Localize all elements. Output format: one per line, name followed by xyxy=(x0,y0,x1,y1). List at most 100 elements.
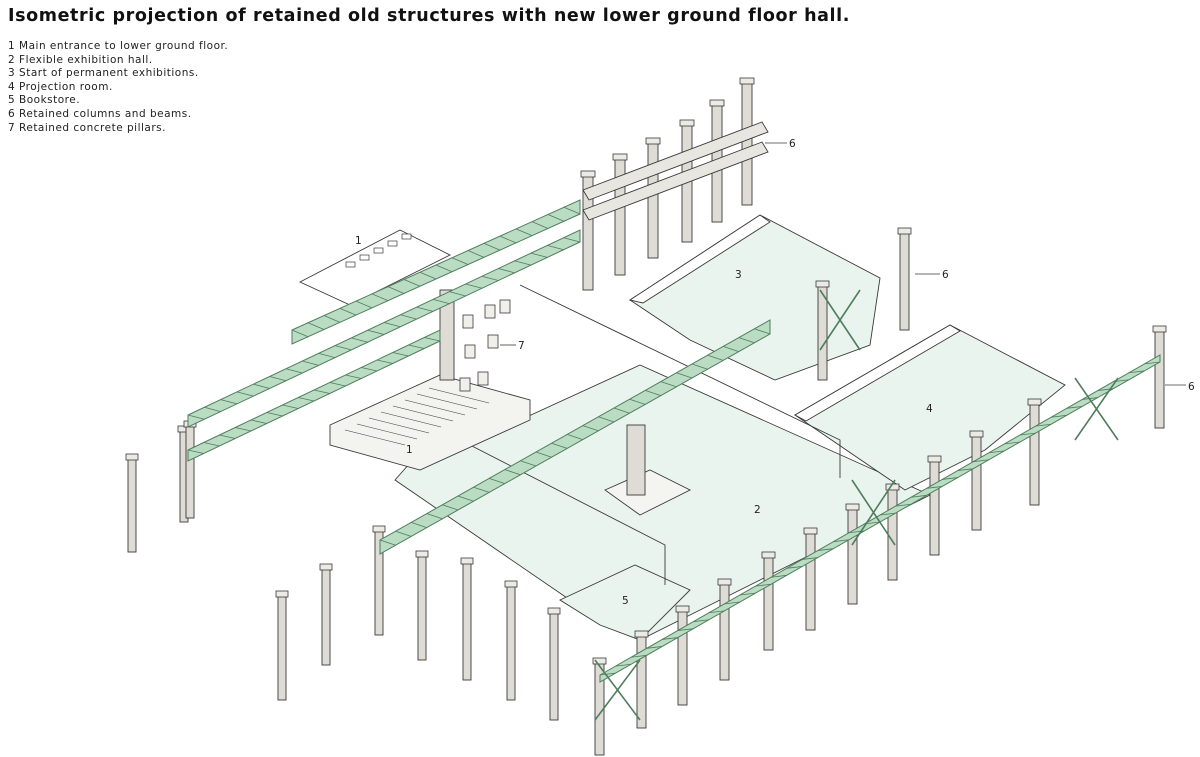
truss-diagonal xyxy=(504,469,521,476)
stair-step xyxy=(392,405,454,422)
truss-diagonal xyxy=(691,363,708,370)
column xyxy=(647,141,659,259)
bracing xyxy=(594,659,641,721)
column-cap xyxy=(815,280,830,288)
column xyxy=(847,507,858,605)
truss-diagonal xyxy=(345,374,362,379)
permanent-exhibition-wall xyxy=(628,214,771,304)
callout-pillars: 7 xyxy=(518,340,525,352)
truss-diagonal xyxy=(708,610,725,614)
canopy-skylight xyxy=(345,261,356,268)
concrete-pillar-block xyxy=(462,314,474,329)
column-cap xyxy=(415,550,429,558)
truss-diagonal xyxy=(786,566,803,569)
truss-diagonal xyxy=(355,300,373,309)
truss-diagonal xyxy=(615,663,632,667)
column-cap xyxy=(679,119,695,127)
truss-diagonal xyxy=(313,389,330,394)
truss-diagonal xyxy=(942,477,958,480)
truss-diagonal xyxy=(387,286,405,294)
truss-diagonal xyxy=(318,352,336,359)
column-cap xyxy=(372,525,386,533)
truss-diagonal xyxy=(629,398,646,405)
column-cap xyxy=(709,99,725,107)
truss-diagonal xyxy=(754,328,771,335)
permanent-exhibition-floor xyxy=(629,214,881,381)
truss-diagonal xyxy=(498,268,515,274)
truss-diagonal xyxy=(408,344,425,349)
column-cap xyxy=(739,77,755,85)
truss-diagonal xyxy=(530,252,548,258)
legend-list: 1 Main entrance to lower ground floor. 2… xyxy=(8,40,228,135)
column-cap xyxy=(580,170,596,178)
stair-step xyxy=(428,387,490,404)
truss-diagonal xyxy=(1019,432,1036,436)
callout-projection-room: 4 xyxy=(926,403,933,415)
truss-diagonal xyxy=(582,425,599,432)
truss-diagonal xyxy=(738,337,755,344)
bracing xyxy=(851,479,896,546)
truss-diagonal xyxy=(723,346,739,352)
column-cap xyxy=(592,657,607,665)
truss-diagonal xyxy=(253,383,270,389)
truss-diagonal xyxy=(662,637,678,640)
column xyxy=(1154,329,1165,429)
truss-diagonal xyxy=(457,495,474,502)
truss-diagonal xyxy=(220,399,238,405)
column-cap xyxy=(319,563,333,571)
truss-diagonal xyxy=(988,450,1005,454)
truss-diagonal xyxy=(1144,361,1161,365)
callout-exhibition-hall: 2 xyxy=(754,504,761,516)
legend-item: 1 Main entrance to lower ground floor. xyxy=(8,40,229,52)
truss-diagonal xyxy=(481,275,499,281)
truss-diagonal xyxy=(531,221,549,229)
retained-beam xyxy=(582,141,769,221)
column xyxy=(417,554,427,661)
truss-diagonal xyxy=(298,397,315,402)
truss-diagonal xyxy=(1066,406,1083,409)
truss-diagonal xyxy=(323,315,341,323)
truss-diagonal xyxy=(187,449,204,454)
truss-diagonal xyxy=(1004,441,1021,445)
legend-item: 5 Bookstore. xyxy=(8,94,81,107)
truss-diagonal xyxy=(269,376,287,382)
truss-diagonal xyxy=(514,260,532,266)
truss-diagonal xyxy=(465,283,483,289)
callout-leaders xyxy=(500,142,1186,386)
truss-diagonal xyxy=(302,360,319,366)
truss-diagonal xyxy=(895,503,912,507)
truss-diagonal xyxy=(973,459,989,463)
truss-diagonal xyxy=(307,322,325,330)
truss-diagonal xyxy=(483,242,501,251)
truss-diagonal xyxy=(802,557,818,560)
column xyxy=(185,424,195,519)
canopy-skylight xyxy=(387,240,398,247)
entrance-canopy xyxy=(298,229,452,306)
truss-diagonal xyxy=(367,329,385,335)
truss-diagonal xyxy=(676,372,693,379)
truss-diagonal xyxy=(451,257,469,265)
truss-diagonal xyxy=(449,291,466,297)
callout-bookstore: 5 xyxy=(622,595,629,607)
column-cap xyxy=(675,605,690,613)
column xyxy=(741,81,753,206)
column-cap xyxy=(460,557,474,565)
column xyxy=(719,582,730,681)
stair-step xyxy=(416,393,478,410)
column-cap xyxy=(504,580,518,588)
callout-entrance-top: 1 xyxy=(355,235,362,247)
truss-diagonal xyxy=(1035,423,1052,427)
truss-diagonal xyxy=(376,359,393,364)
truss-diagonal xyxy=(467,250,485,258)
legend-item: 3 Start of permanent exhibitions. xyxy=(8,67,199,80)
truss-diagonal xyxy=(551,442,568,449)
diagram-title: Isometric projection of retained old str… xyxy=(8,6,850,26)
callout-entrance-bottom: 1 xyxy=(406,444,413,456)
truss-diagonal xyxy=(677,628,694,631)
truss-diagonal xyxy=(489,478,505,484)
column-cap xyxy=(969,430,984,438)
truss-diagonal xyxy=(236,391,254,397)
corridor-wall xyxy=(469,444,666,585)
truss-diagonal xyxy=(204,406,221,412)
